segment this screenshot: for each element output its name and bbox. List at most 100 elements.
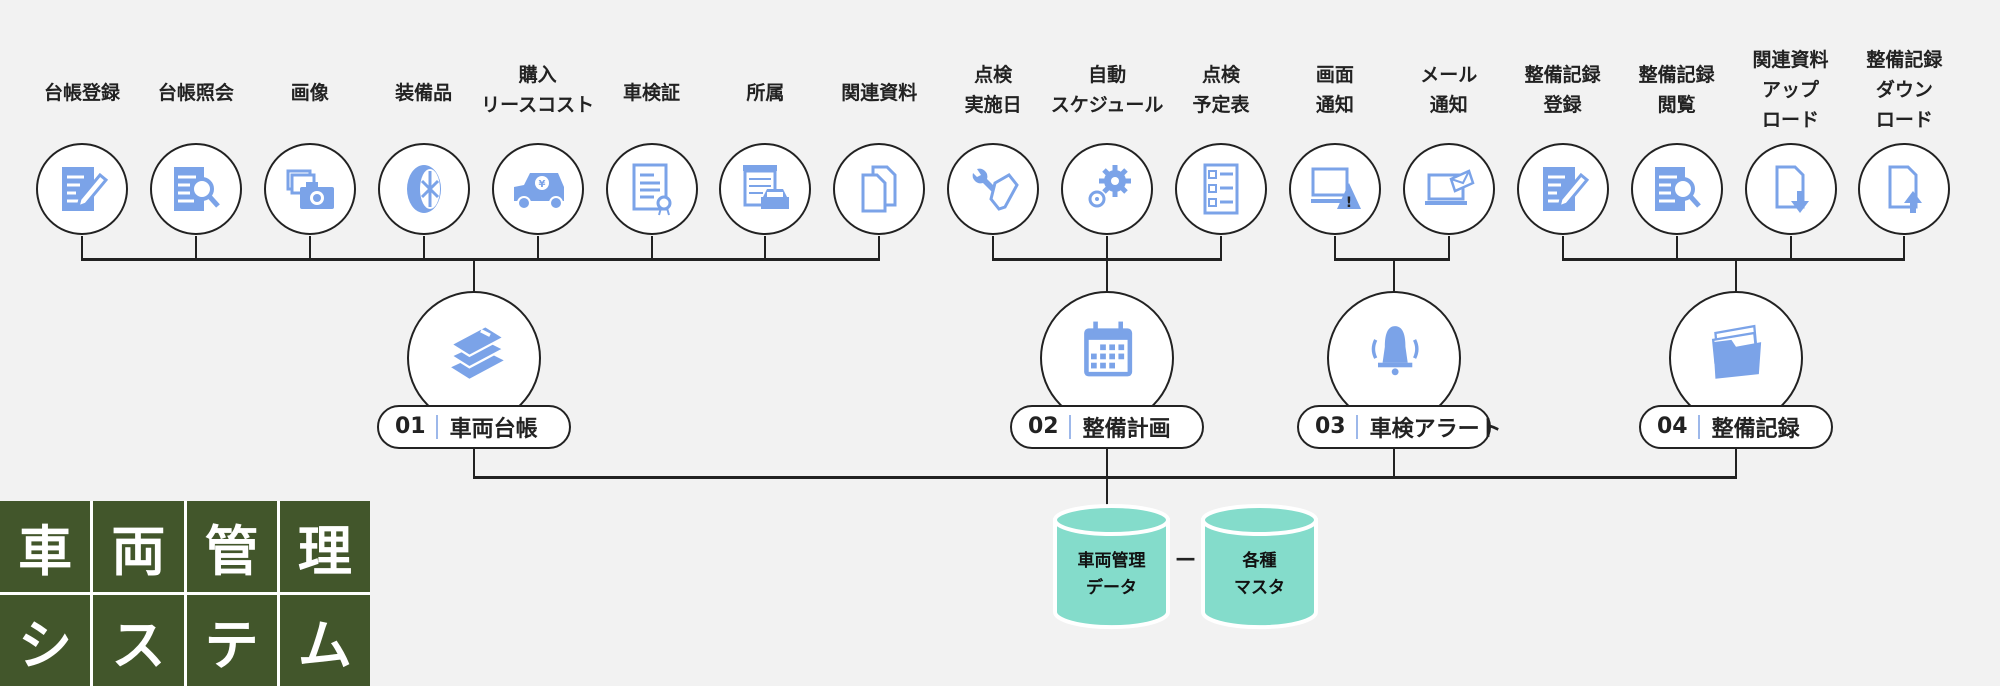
feature-node[interactable] xyxy=(1858,143,1951,235)
module-label: 整備記録 xyxy=(1711,417,1800,442)
feature-node[interactable] xyxy=(833,143,926,235)
calendar-icon xyxy=(1075,317,1139,381)
database-cylinder: 車両管理データ xyxy=(1052,504,1171,630)
feature-label: 所属 xyxy=(705,78,825,108)
gears-icon xyxy=(1079,161,1135,217)
feature-label-line: 台帳登録 xyxy=(43,82,120,104)
logo-char: テ xyxy=(186,595,277,686)
feature-node[interactable] xyxy=(1516,143,1609,235)
connector-line xyxy=(1220,236,1222,259)
feature-node[interactable] xyxy=(605,143,698,235)
feature-label-line: アップ xyxy=(1761,79,1819,101)
file-upload-icon xyxy=(1876,161,1932,217)
edit-document-icon xyxy=(1535,161,1591,217)
feature-node[interactable] xyxy=(36,143,128,235)
connector-line xyxy=(81,236,83,259)
feature-label: メール通知 xyxy=(1389,60,1509,120)
camera-photos-icon xyxy=(282,161,338,217)
logo-char: シ xyxy=(0,595,91,686)
cylinder-shape xyxy=(1201,504,1318,630)
feature-label-line: 通知 xyxy=(1315,94,1354,116)
logo-char: 車 xyxy=(0,501,91,592)
search-document-icon xyxy=(168,161,224,217)
connector-line xyxy=(1333,236,1336,259)
feature-label: 画面通知 xyxy=(1275,60,1395,120)
database-label: 車両管理データ xyxy=(1052,548,1171,602)
books-icon xyxy=(442,317,507,381)
module-node[interactable] xyxy=(1040,291,1174,425)
feature-node[interactable] xyxy=(1175,143,1267,235)
feature-label-line: 所属 xyxy=(746,82,785,104)
connector-line xyxy=(473,476,1737,479)
feature-label: 整備記録ダウンロード xyxy=(1844,45,1964,135)
connector-line xyxy=(764,236,767,259)
feature-label-line: 通知 xyxy=(1429,94,1468,116)
module-label: 車両台帳 xyxy=(449,417,538,442)
database-cylinder: 各種マスタ xyxy=(1200,504,1319,630)
svg-text:!: ! xyxy=(1346,195,1352,211)
feature-node[interactable] xyxy=(947,143,1040,235)
logo-char: 両 xyxy=(93,501,184,592)
module-node[interactable] xyxy=(407,291,541,425)
connector-line xyxy=(1393,259,1395,292)
feature-label-line: ロード xyxy=(1761,109,1819,131)
feature-label-line: 点検 xyxy=(1201,64,1240,86)
feature-label-line: 予定表 xyxy=(1192,94,1250,116)
monitor-warning-icon: ! xyxy=(1307,161,1363,217)
feature-label: 整備記録登録 xyxy=(1503,60,1623,120)
feature-label-line: 登録 xyxy=(1543,94,1582,116)
checklist-icon xyxy=(1193,161,1249,217)
feature-node[interactable] xyxy=(263,143,356,235)
feature-node[interactable] xyxy=(1744,143,1837,235)
connector-line xyxy=(473,449,475,478)
connector-line xyxy=(422,236,425,259)
feature-label-line: ロード xyxy=(1875,109,1933,131)
feature-node[interactable] xyxy=(1630,143,1723,235)
feature-node[interactable]: ¥ xyxy=(491,143,584,235)
feature-label: 購入リースコスト xyxy=(478,60,598,120)
feature-label: 点検実施日 xyxy=(933,60,1053,120)
module-label: 整備計画 xyxy=(1082,417,1171,442)
feature-label: 画像 xyxy=(250,78,370,108)
connector-line xyxy=(1106,449,1108,478)
garage-car-icon xyxy=(737,161,793,217)
connector-line xyxy=(1735,449,1737,478)
feature-label-line: 車検証 xyxy=(622,82,680,104)
feature-label-line: 購入 xyxy=(518,64,557,86)
module-node[interactable] xyxy=(1327,291,1461,425)
connector-line xyxy=(1789,236,1792,259)
feature-label: 自動スケジュール xyxy=(1047,60,1167,120)
connector-line xyxy=(1106,478,1108,506)
feature-node[interactable] xyxy=(377,143,470,235)
feature-label-line: メール xyxy=(1420,64,1478,86)
feature-node[interactable] xyxy=(719,143,812,235)
feature-label-line: 画面 xyxy=(1315,64,1354,86)
feature-label: 関連資料 xyxy=(819,78,939,108)
database-label-line: 各種 xyxy=(1242,551,1277,571)
feature-label: 台帳照会 xyxy=(136,78,256,108)
connector-line xyxy=(1393,449,1395,478)
feature-node[interactable] xyxy=(1061,143,1154,235)
database-label: 各種マスタ xyxy=(1200,548,1319,602)
connector-line xyxy=(1561,236,1564,259)
laptop-mail-icon xyxy=(1421,161,1477,217)
car-yen-icon: ¥ xyxy=(510,161,566,217)
connector-line xyxy=(308,236,311,259)
feature-node[interactable] xyxy=(1402,143,1495,235)
feature-label-line: 整備記録 xyxy=(1866,49,1943,71)
connector-line xyxy=(1106,236,1109,259)
connector-line xyxy=(194,236,197,259)
feature-label-line: 画像 xyxy=(290,82,329,104)
feature-label-line: 実施日 xyxy=(964,94,1022,116)
connector-line xyxy=(650,236,653,259)
feature-label-line: 整備記録 xyxy=(1638,64,1715,86)
feature-label-line: 閲覧 xyxy=(1657,94,1696,116)
feature-node[interactable] xyxy=(149,143,242,235)
module-number: 03 xyxy=(1315,415,1358,439)
feature-node[interactable]: ! xyxy=(1288,143,1381,235)
edit-document-icon xyxy=(54,161,110,217)
